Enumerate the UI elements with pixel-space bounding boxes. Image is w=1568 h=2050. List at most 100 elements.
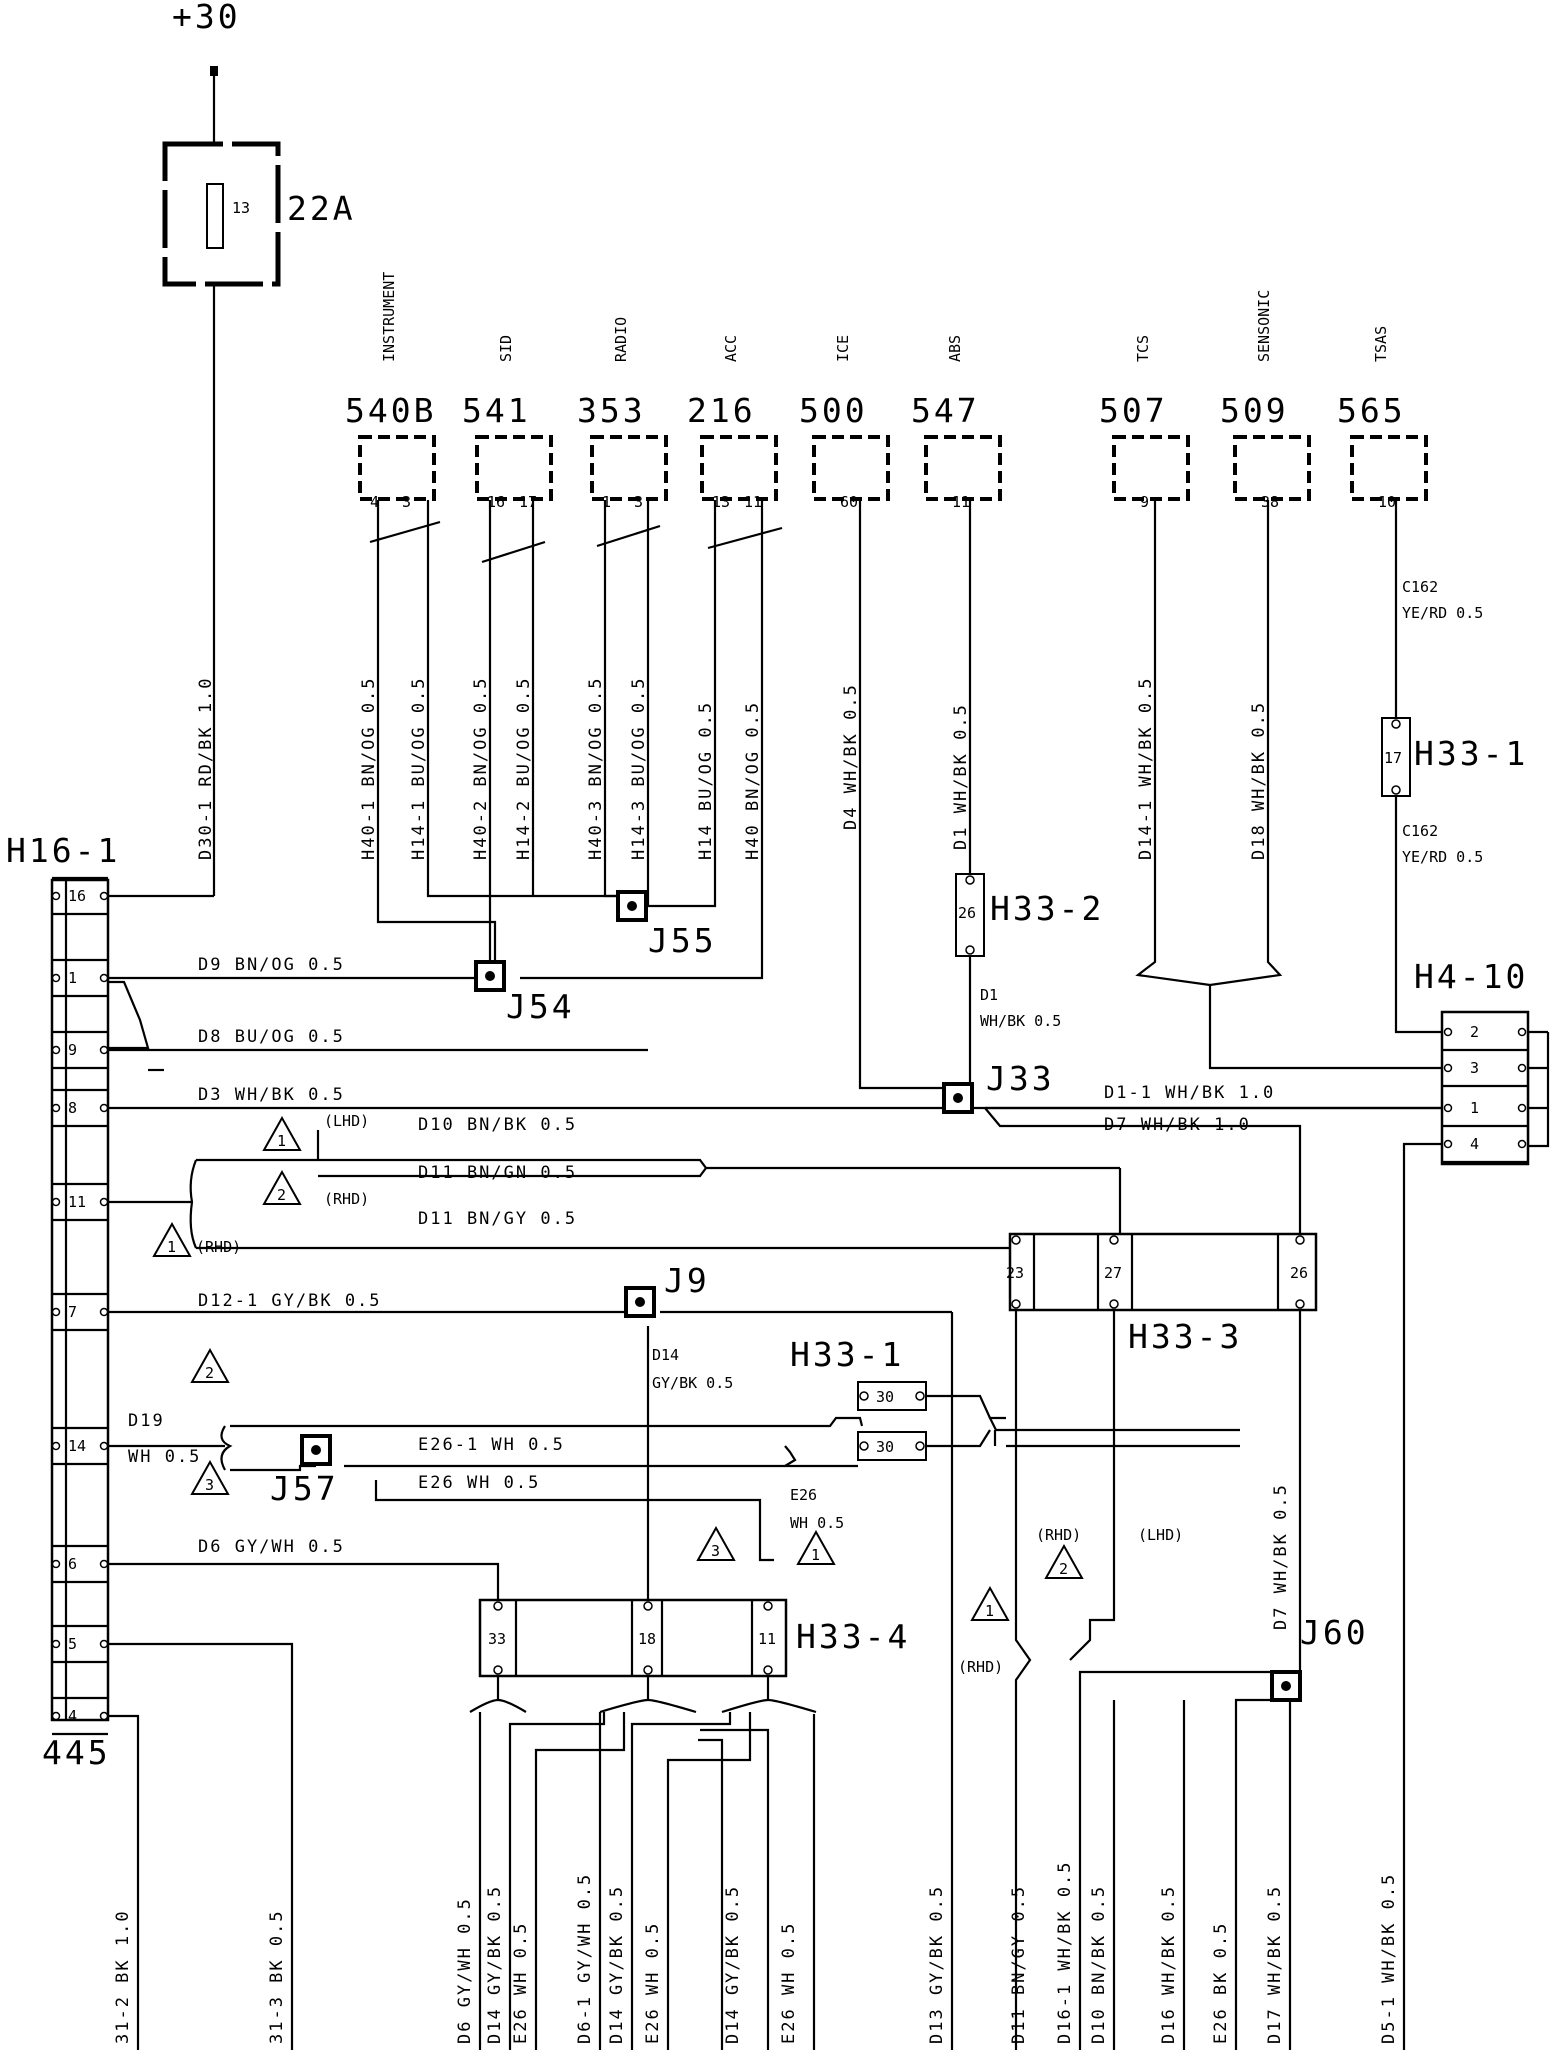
connector-number: 565 xyxy=(1337,391,1406,430)
connector-pin: 38 xyxy=(1261,493,1279,511)
variant-triangle: 1 xyxy=(970,1585,1010,1621)
connector-function: TCS xyxy=(1134,335,1152,362)
svg-text:D3 WH/BK 0.5: D3 WH/BK 0.5 xyxy=(198,1085,345,1105)
svg-text:H14-3 BU/OG 0.5: H14-3 BU/OG 0.5 xyxy=(629,676,649,860)
svg-text:(RHD): (RHD) xyxy=(1036,1526,1081,1544)
svg-text:H40-1 BN/OG 0.5: H40-1 BN/OG 0.5 xyxy=(359,676,379,860)
wire-d30: D30-1 RD/BK 1.0 xyxy=(196,676,216,860)
svg-text:H4-10: H4-10 xyxy=(1414,957,1528,996)
pin-number: 16 xyxy=(68,887,86,905)
bottom-wire-label: D6-1 GY/WH 0.5 xyxy=(575,1873,595,2044)
svg-text:WH 0.5: WH 0.5 xyxy=(128,1447,201,1467)
connector-pin: 13 xyxy=(712,493,730,511)
variant-triangle: 3 xyxy=(696,1525,736,1561)
main-connector-h16-1 xyxy=(50,878,110,1722)
connector-number: 540B xyxy=(345,391,436,430)
svg-text:26: 26 xyxy=(958,904,976,922)
svg-text:H40-3 BN/OG 0.5: H40-3 BN/OG 0.5 xyxy=(586,676,606,860)
svg-text:D12-1 GY/BK 0.5: D12-1 GY/BK 0.5 xyxy=(198,1291,382,1311)
connector-function: RADIO xyxy=(612,317,630,362)
pin-number: 2 xyxy=(1470,1023,1479,1041)
connector-pin: 11 xyxy=(744,493,762,511)
variant-triangle: 2 xyxy=(1044,1543,1084,1579)
svg-text:(RHD): (RHD) xyxy=(324,1190,369,1208)
svg-text:YE/RD 0.5: YE/RD 0.5 xyxy=(1402,848,1483,866)
pin-number: 9 xyxy=(68,1041,77,1059)
main-connector-name: H16-1 xyxy=(6,831,120,870)
svg-text:D11 BN/GY 0.5: D11 BN/GY 0.5 xyxy=(418,1209,577,1229)
svg-text:J9: J9 xyxy=(664,1261,710,1300)
svg-text:3: 3 xyxy=(205,1476,214,1494)
connector-pin: 10 xyxy=(1378,493,1396,511)
splice-h33-1-bottom: H33-1 30 30 xyxy=(790,1335,927,1461)
splice-h33-2: 26 H33-2 xyxy=(955,873,1104,957)
svg-text:H14 BU/OG 0.5: H14 BU/OG 0.5 xyxy=(696,701,716,860)
bottom-wire-label: E26 WH 0.5 xyxy=(643,1922,663,2044)
svg-text:2: 2 xyxy=(277,1186,286,1204)
svg-text:D7 WH/BK 1.0: D7 WH/BK 1.0 xyxy=(1104,1115,1251,1135)
svg-text:H14-1 BU/OG 0.5: H14-1 BU/OG 0.5 xyxy=(409,676,429,860)
svg-text:H33-2: H33-2 xyxy=(990,889,1104,928)
svg-text:(LHD): (LHD) xyxy=(1138,1526,1183,1544)
connector-pin: 1 xyxy=(602,493,611,511)
pin-number: 11 xyxy=(68,1193,86,1211)
svg-text:13: 13 xyxy=(232,199,250,217)
junction-j54: J54 xyxy=(474,960,575,1026)
svg-text:C162: C162 xyxy=(1402,822,1438,840)
bottom-wire-label: D11 BN/GY 0.5 xyxy=(1009,1885,1029,2044)
connector-pin: 3 xyxy=(402,493,411,511)
svg-text:2: 2 xyxy=(205,1364,214,1382)
pin-number: 11 xyxy=(758,1630,776,1648)
pin-number: 8 xyxy=(68,1099,77,1117)
svg-text:J60: J60 xyxy=(1300,1613,1369,1652)
variant-triangle: 3 xyxy=(190,1459,230,1495)
variant-triangle: 1 xyxy=(152,1221,192,1257)
pin-number: 4 xyxy=(68,1707,77,1725)
bottom-wire-label: D13 GY/BK 0.5 xyxy=(927,1885,947,2044)
pin-number: 4 xyxy=(1470,1135,1479,1153)
pin-number: 27 xyxy=(1104,1264,1122,1282)
bottom-wire-label: D10 BN/BK 0.5 xyxy=(1089,1885,1109,2044)
svg-text:D14: D14 xyxy=(652,1346,679,1364)
variant-triangle: 2 xyxy=(262,1169,302,1205)
junction-j57: J57 xyxy=(270,1434,336,1508)
svg-text:D9 BN/OG 0.5: D9 BN/OG 0.5 xyxy=(198,955,345,975)
pin-number: 33 xyxy=(488,1630,506,1648)
bottom-wire-label: 31-3 BK 0.5 xyxy=(267,1909,287,2044)
connector-pin: 17 xyxy=(519,493,537,511)
splice-h33-1-top: 17 H33-1 xyxy=(1381,717,1525,797)
supply-terminal xyxy=(210,66,218,76)
horizontal-wires xyxy=(108,976,1550,2050)
connector-pin: 60 xyxy=(840,493,858,511)
svg-text:GY/BK 0.5: GY/BK 0.5 xyxy=(652,1374,733,1392)
svg-text:H33-4: H33-4 xyxy=(796,1617,910,1656)
junction-j9: J9 xyxy=(624,1261,710,1318)
supply-label: +30 xyxy=(172,0,241,36)
svg-text:J33: J33 xyxy=(986,1059,1055,1098)
svg-text:1: 1 xyxy=(985,1602,994,1620)
lower-harness xyxy=(469,1540,1292,2050)
svg-text:E26: E26 xyxy=(790,1486,817,1504)
main-connector-part: 445 xyxy=(42,1733,111,1772)
svg-text:1: 1 xyxy=(277,1132,286,1150)
svg-text:J54: J54 xyxy=(506,987,575,1026)
connector-function: ABS xyxy=(946,335,964,362)
junction-j60: J60 xyxy=(1270,1613,1369,1702)
svg-text:YE/RD 0.5: YE/RD 0.5 xyxy=(1402,604,1483,622)
fuse-22a: 13 22A xyxy=(162,141,353,287)
svg-text:D1-1 WH/BK 1.0: D1-1 WH/BK 1.0 xyxy=(1104,1083,1275,1103)
svg-text:H40 BN/OG 0.5: H40 BN/OG 0.5 xyxy=(743,701,763,860)
svg-text:D19: D19 xyxy=(128,1411,165,1431)
svg-text:D4 WH/BK 0.5: D4 WH/BK 0.5 xyxy=(841,683,861,830)
bottom-wire-label: E26 WH 0.5 xyxy=(511,1922,531,2044)
pin-number: 14 xyxy=(68,1437,86,1455)
connector-function: ACC xyxy=(722,335,740,362)
